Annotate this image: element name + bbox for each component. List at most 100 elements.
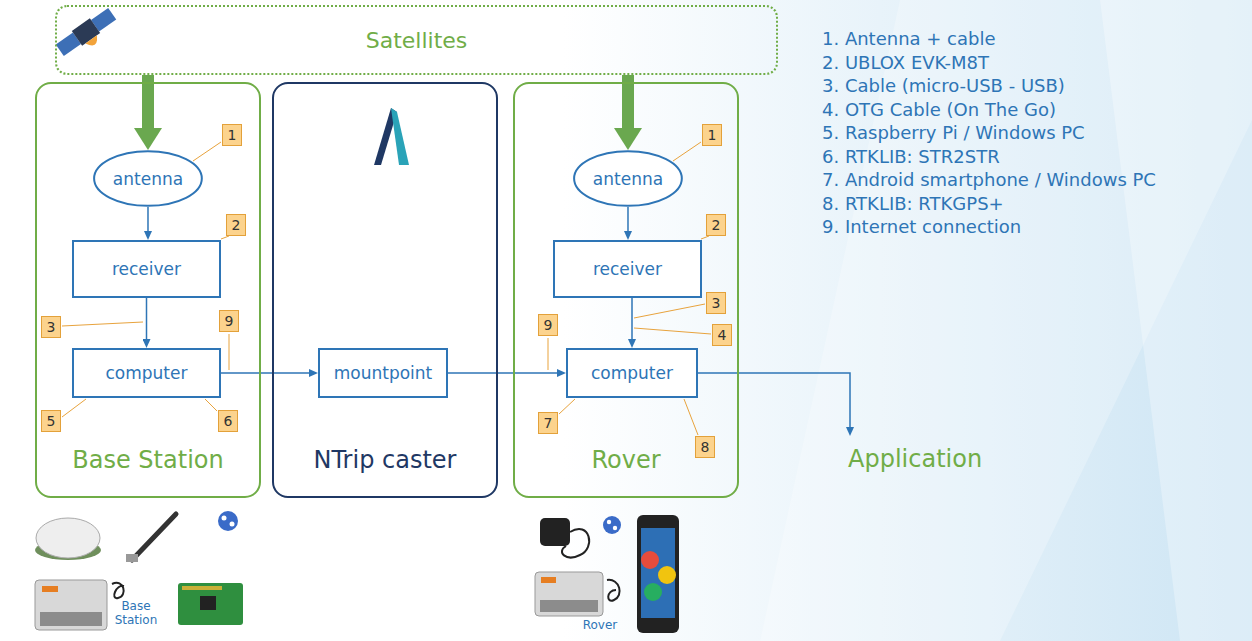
antenna-cable <box>562 529 589 557</box>
receiver-badge <box>42 586 58 592</box>
parts-list-item: 6. RTKLIB: STR2STR <box>822 146 1000 167</box>
leader-line <box>548 338 549 370</box>
photo-caption-slot: Rover <box>572 619 628 633</box>
photo-caption-slot: Base Station <box>108 600 164 628</box>
flow-arrow <box>448 372 557 374</box>
leader-line <box>205 399 217 411</box>
rtklib-icon-dot <box>230 522 235 527</box>
leader-line <box>62 399 86 417</box>
receiver-box <box>35 580 107 630</box>
parts-list-item-slot: 2. UBLOX EVK-M8T <box>822 52 989 73</box>
process-box: mountpoint <box>318 348 448 398</box>
leader-line <box>62 322 143 326</box>
process-box: computer <box>566 348 698 398</box>
leader-line <box>673 142 701 161</box>
parts-list-item: 5. Raspberry Pi / Windows PC <box>822 122 1085 143</box>
callout-number-slot: 6 <box>218 410 238 432</box>
parts-list-item: 7. Android smartphone / Windows PC <box>822 169 1156 190</box>
leader-lines <box>62 142 711 435</box>
leader-line <box>193 142 221 161</box>
parts-list-item-slot: 5. Raspberry Pi / Windows PC <box>822 122 1085 143</box>
node-text: computer <box>591 363 673 383</box>
parts-list-item: 8. RTKLIB: RTKGPS+ <box>822 193 1004 214</box>
antenna-ellipse: antenna <box>573 150 683 207</box>
caster-panel: NTrip caster mountpoint <box>272 82 498 498</box>
logo-stroke <box>391 108 409 165</box>
callout-number: 2 <box>232 217 241 233</box>
parts-list-item-slot: 8. RTKLIB: RTKGPS+ <box>822 193 1004 214</box>
flow-arrow <box>147 207 149 231</box>
callout-number: 5 <box>47 413 56 429</box>
leader-line <box>229 334 230 370</box>
callout-number: 9 <box>225 313 234 329</box>
pi-chip <box>200 596 216 610</box>
rtklib-icon-dot <box>607 520 611 524</box>
phone-screen <box>641 528 675 618</box>
callout-number: 6 <box>224 413 233 429</box>
rtklib-icon-dot <box>222 516 227 521</box>
screen-shape <box>658 566 676 584</box>
callout-number-slot: 9 <box>538 314 558 336</box>
receiver-badge <box>541 577 556 583</box>
ellipse-shape <box>574 151 682 206</box>
callout-number-slot: 7 <box>538 412 558 434</box>
screen-shape <box>641 551 659 569</box>
node-text: antenna <box>113 169 183 189</box>
antenna-connector <box>126 554 138 562</box>
caster-logo <box>374 108 409 165</box>
node-text: computer <box>106 363 188 383</box>
background-streak <box>1100 0 1252 641</box>
parts-list-item: 9. Internet connection <box>822 216 1021 237</box>
parts-list-item: 3. Cable (micro-USB - USB) <box>822 75 1065 96</box>
parts-list-item-slot: 6. RTKLIB: STR2STR <box>822 146 1000 167</box>
callout-number: 1 <box>228 127 237 143</box>
leader-line <box>559 399 575 414</box>
parts-list-item-slot: 9. Internet connection <box>822 216 1021 237</box>
satellite-dish <box>85 35 100 48</box>
background-streak <box>760 0 1252 641</box>
process-box: receiver <box>553 240 702 298</box>
pi-header <box>182 586 222 590</box>
satellite-icon <box>55 6 121 63</box>
callout-number-slot: 1 <box>222 124 242 146</box>
callout-number-slot: 2 <box>706 214 726 236</box>
callout-number-slot: 9 <box>219 310 239 332</box>
ellipse-shape <box>94 151 202 206</box>
callout-number: 4 <box>718 327 727 343</box>
leader-line <box>634 304 705 318</box>
dome-antenna <box>36 518 100 558</box>
callout-number-slot: 3 <box>41 316 61 338</box>
whip-antenna <box>132 514 176 560</box>
callout-number-slot: 8 <box>695 436 715 458</box>
node-text: Rover <box>591 446 660 474</box>
node-text: NTrip caster <box>314 446 457 474</box>
callout-number-slot: 5 <box>41 410 61 432</box>
leader-line <box>221 236 229 239</box>
application-label-slot: Application <box>848 445 982 473</box>
smartphone <box>637 515 679 633</box>
callout-number: 1 <box>708 127 717 143</box>
node-text: Satellites <box>366 28 468 53</box>
screen-shape <box>644 583 662 601</box>
antenna-ellipse: antenna <box>93 150 203 207</box>
parts-list-item-slot: 7. Android smartphone / Windows PC <box>822 169 1156 190</box>
callout-number: 9 <box>544 317 553 333</box>
rover-photos <box>535 515 679 633</box>
otg-cable <box>607 580 620 601</box>
callout-number: 3 <box>712 295 721 311</box>
photo-caption: Rover <box>583 618 618 632</box>
flow-arrow <box>631 298 633 339</box>
node-text: receiver <box>593 259 662 279</box>
callout-number-slot: 2 <box>226 214 246 236</box>
flow-arrow <box>627 207 629 231</box>
node-text: receiver <box>112 259 181 279</box>
parts-list-item: 2. UBLOX EVK-M8T <box>822 52 989 73</box>
node-text: antenna <box>593 169 663 189</box>
callout-number: 3 <box>47 319 56 335</box>
process-box: receiver <box>72 240 221 298</box>
raspberry-pi <box>178 583 243 625</box>
node-text: Base Station <box>72 446 223 474</box>
